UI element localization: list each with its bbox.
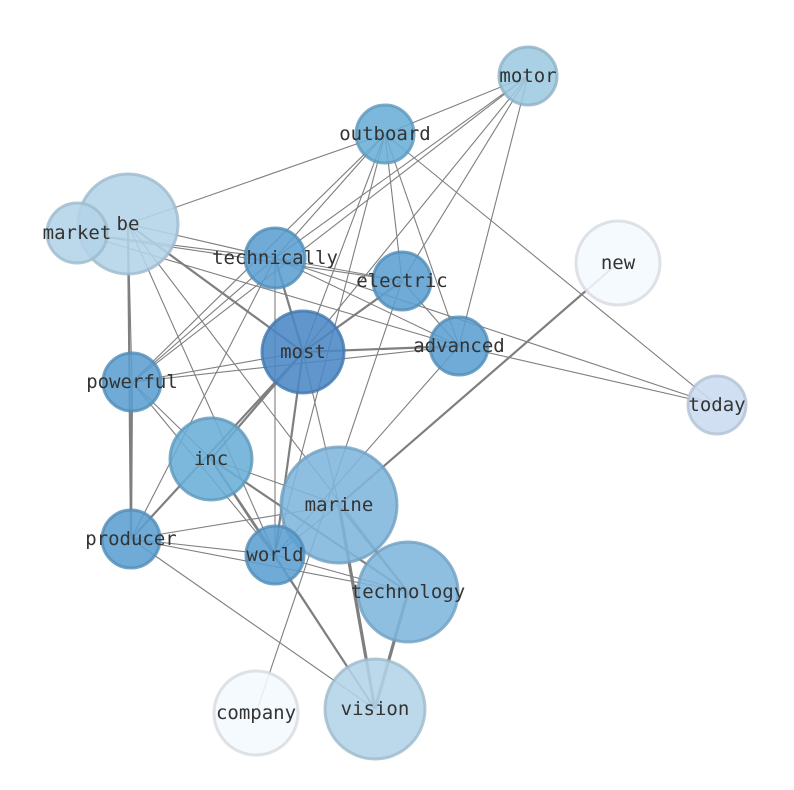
node-label-inc: inc <box>194 448 228 470</box>
edge-motor-electric <box>401 75 529 282</box>
node-label-world: world <box>246 544 303 566</box>
node-advanced[interactable] <box>428 315 490 377</box>
node-label-most: most <box>280 341 326 363</box>
node-label-today: today <box>688 394 745 416</box>
node-label-market: market <box>43 222 112 244</box>
node-technology[interactable] <box>356 540 460 644</box>
node-new[interactable] <box>574 219 662 307</box>
node-label-technology: technology <box>351 581 465 603</box>
node-label-outboard: outboard <box>339 123 431 145</box>
edge-advanced-today <box>458 345 718 406</box>
node-market[interactable] <box>45 201 109 265</box>
node-company[interactable] <box>212 669 300 757</box>
node-label-powerful: powerful <box>86 371 178 393</box>
edge-be-world <box>127 223 276 556</box>
node-label-marine: marine <box>305 494 374 516</box>
nodes-layer <box>45 45 748 761</box>
node-most[interactable] <box>260 309 346 395</box>
node-electric[interactable] <box>371 250 433 312</box>
node-motor[interactable] <box>497 45 559 107</box>
edge-technically-advanced <box>274 257 460 347</box>
node-producer[interactable] <box>100 508 162 570</box>
node-label-technically: technically <box>212 247 338 269</box>
edge-motor-advanced <box>458 75 529 347</box>
node-powerful[interactable] <box>101 351 163 413</box>
node-label-producer: producer <box>85 528 177 550</box>
node-inc[interactable] <box>168 416 254 502</box>
node-label-company: company <box>216 702 296 724</box>
node-label-vision: vision <box>341 698 410 720</box>
edge-technically-today <box>274 257 718 406</box>
edge-technically-producer <box>130 257 276 540</box>
edge-motor-technically <box>274 75 529 259</box>
node-world[interactable] <box>244 524 306 586</box>
node-label-motor: motor <box>499 65 556 87</box>
edge-new-marine <box>338 262 619 506</box>
node-label-new: new <box>601 252 636 274</box>
node-outboard[interactable] <box>354 103 416 165</box>
node-label-electric: electric <box>356 270 448 292</box>
edge-outboard-advanced <box>384 133 460 347</box>
node-label-advanced: advanced <box>413 335 505 357</box>
edge-technically-powerful <box>131 257 276 383</box>
node-vision[interactable] <box>323 657 427 761</box>
node-today[interactable] <box>686 374 748 436</box>
node-marine[interactable] <box>279 445 399 565</box>
edge-outboard-today <box>384 133 718 406</box>
node-label-be: be <box>117 213 140 235</box>
node-technically[interactable] <box>243 226 307 290</box>
edge-motor-powerful <box>131 75 529 383</box>
